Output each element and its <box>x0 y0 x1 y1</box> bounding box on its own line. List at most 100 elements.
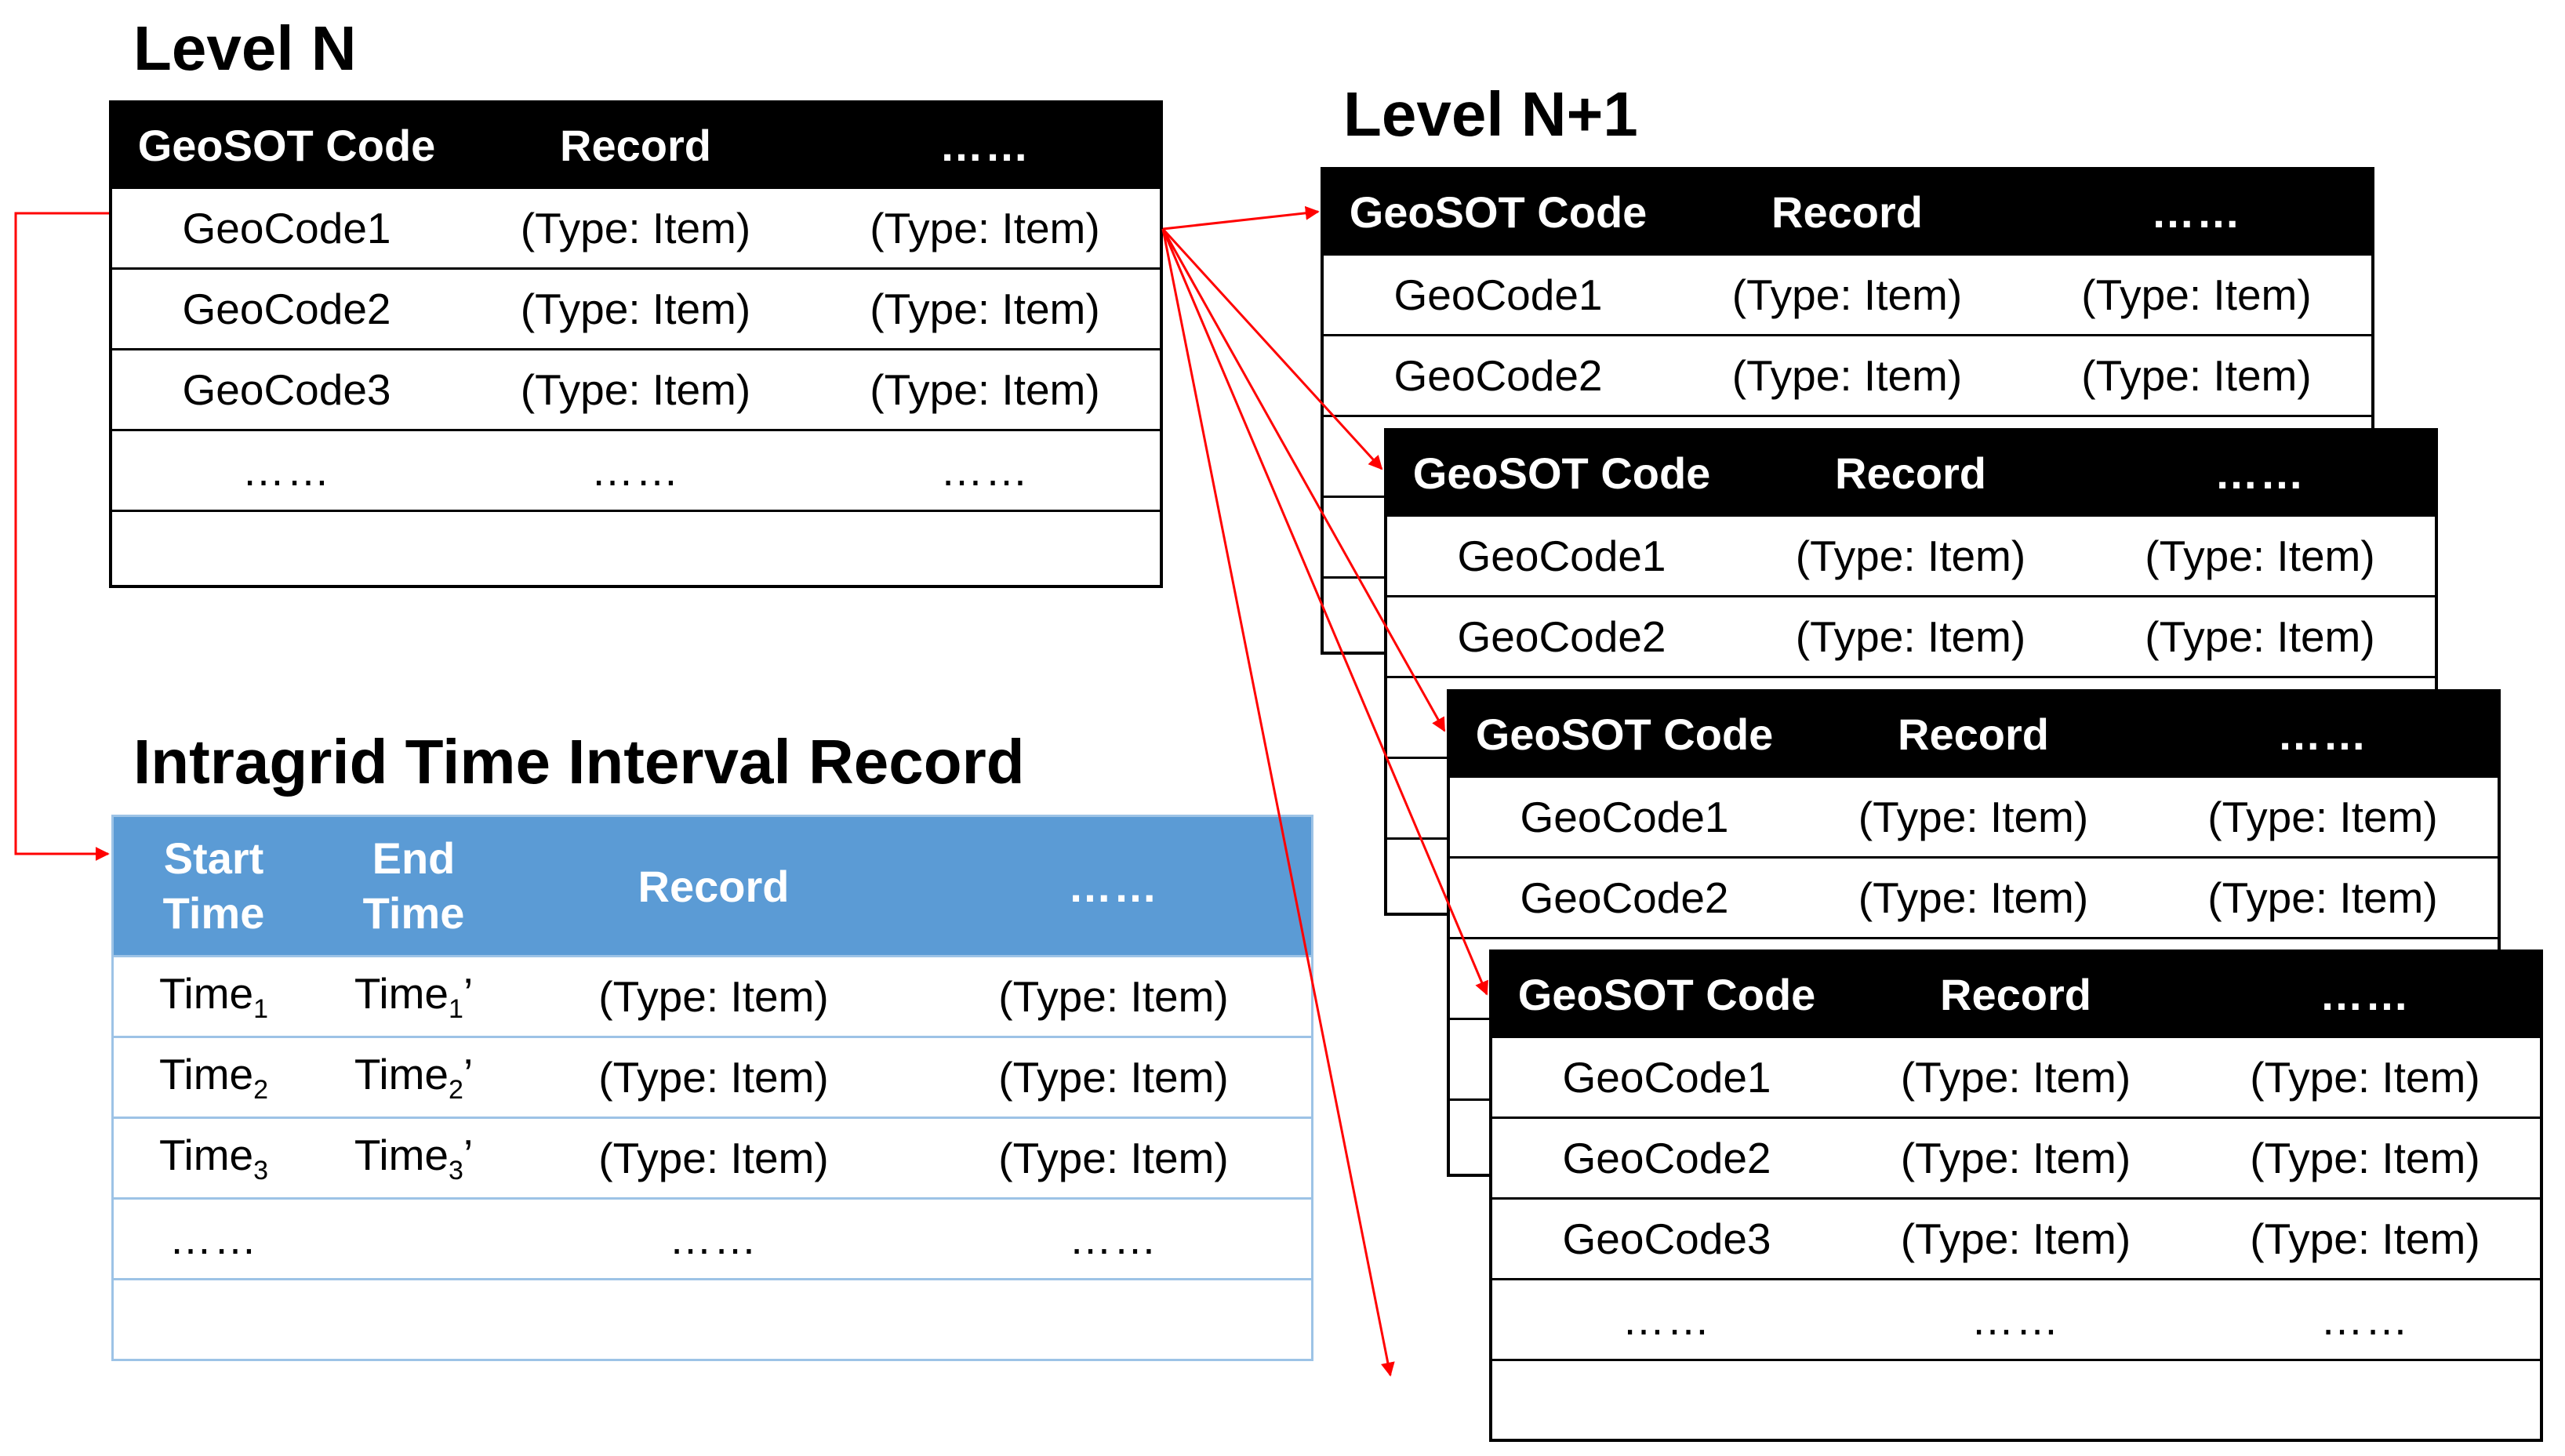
table-row: GeoCode2 (Type: Item) (Type: Item) <box>112 267 1160 348</box>
level-n1-table: GeoSOT Code Record …… GeoCode1 (Type: It… <box>1489 949 2543 1442</box>
table-header: GeoSOT Code Record …… <box>1450 692 2498 775</box>
header-more: …… <box>2214 448 2305 498</box>
record-cell: (Type: Item) <box>520 204 751 252</box>
table-header: GeoSOT Code Record …… <box>1387 431 2435 514</box>
geocode-cell: GeoCode3 <box>1562 1215 1771 1263</box>
table-row <box>1450 937 2498 1018</box>
table-row <box>1387 676 2435 757</box>
arrow-to-n1-table-2 <box>1161 227 1383 470</box>
record-cell: (Type: Item) <box>598 1134 829 1182</box>
arrow-to-interval-table <box>14 212 110 861</box>
record-cell: (Type: Item) <box>1900 1053 2131 1102</box>
header-record: Record <box>1940 969 2091 1019</box>
table-row: …… …… …… <box>112 429 1160 510</box>
record-cell: (Type: Item) <box>870 204 1100 252</box>
header-record: Record <box>638 861 790 911</box>
record-cell: (Type: Item) <box>870 285 1100 333</box>
record-cell: (Type: Item) <box>520 365 751 414</box>
interval-heading: Intragrid Time Interval Record <box>133 727 1025 797</box>
header-more: …… <box>2151 187 2242 237</box>
header-geosot-code: GeoSOT Code <box>1412 448 1711 498</box>
table-header: GeoSOT Code Record …… <box>112 103 1160 187</box>
table-header: GeoSOT Code Record …… <box>1492 953 2540 1036</box>
ellipsis-cell: …… <box>1971 1295 2061 1344</box>
start-time-cell: Time1 <box>158 969 269 1024</box>
record-cell: (Type: Item) <box>2081 271 2312 319</box>
geocode-cell: GeoCode2 <box>1393 351 1603 400</box>
table-row: GeoCode2 (Type: Item) (Type: Item) <box>1387 595 2435 676</box>
record-cell: (Type: Item) <box>1858 873 2089 922</box>
arrow-to-n1-table-1 <box>1162 205 1320 231</box>
arrow-to-more <box>1161 228 1395 1377</box>
geocode-cell: GeoCode2 <box>182 285 391 333</box>
record-cell: (Type: Item) <box>598 1053 829 1102</box>
record-cell: (Type: Item) <box>1795 532 2026 580</box>
end-time-cell: Time1’ <box>354 969 474 1024</box>
ellipsis-cell: …… <box>242 446 332 495</box>
geocode-cell: GeoCode3 <box>182 365 391 414</box>
level-n-table: GeoSOT Code Record …… GeoCode1 (Type: It… <box>109 100 1163 588</box>
record-cell: (Type: Item) <box>1795 612 2026 661</box>
record-cell: (Type: Item) <box>870 365 1100 414</box>
table-row: …… …… …… <box>114 1197 1311 1278</box>
record-cell: (Type: Item) <box>2250 1053 2480 1102</box>
start-time-cell: Time3 <box>158 1131 269 1185</box>
table-row: GeoCode3 (Type: Item) (Type: Item) <box>1492 1197 2540 1278</box>
header-record: Record <box>1771 187 1923 237</box>
table-header: GeoSOT Code Record …… <box>1324 170 2371 253</box>
table-row: GeoCode2 (Type: Item) (Type: Item) <box>1324 334 2371 415</box>
table-row-empty <box>1492 1359 2540 1440</box>
record-cell: (Type: Item) <box>2207 793 2438 841</box>
record-cell: (Type: Item) <box>1731 271 1963 319</box>
record-cell: (Type: Item) <box>1900 1215 2131 1263</box>
level-n1-heading: Level N+1 <box>1343 79 1638 149</box>
record-cell: (Type: Item) <box>2250 1134 2480 1182</box>
geocode-cell: GeoCode2 <box>1520 873 1729 922</box>
ellipsis-cell: …… <box>590 446 681 495</box>
record-cell: (Type: Item) <box>2250 1215 2480 1263</box>
header-end-time: End Time <box>362 833 465 938</box>
table-row: GeoCode1 (Type: Item) (Type: Item) <box>1492 1036 2540 1117</box>
level-n-heading: Level N <box>133 13 357 83</box>
arrow-to-n1-table-4 <box>1161 228 1488 996</box>
record-cell: (Type: Item) <box>1731 351 1963 400</box>
record-cell: (Type: Item) <box>520 285 751 333</box>
header-record: Record <box>1898 709 2049 759</box>
table-row: GeoCode2 (Type: Item) (Type: Item) <box>1450 856 2498 937</box>
geocode-cell: GeoCode1 <box>1520 793 1729 841</box>
header-geosot-code: GeoSOT Code <box>1349 187 1648 237</box>
table-row: GeoCode1 (Type: Item) (Type: Item) <box>112 187 1160 267</box>
header-more: …… <box>939 120 1030 170</box>
header-geosot-code: GeoSOT Code <box>137 120 436 170</box>
table-row-empty <box>112 510 1160 590</box>
ellipsis-cell: …… <box>2320 1295 2410 1344</box>
table-row <box>1324 415 2371 496</box>
ellipsis-cell: …… <box>169 1215 259 1263</box>
header-more: …… <box>2277 709 2368 759</box>
table-row: Time3 Time3’ (Type: Item) (Type: Item) <box>114 1117 1311 1197</box>
header-record: Record <box>560 120 711 170</box>
ellipsis-cell: …… <box>1622 1295 1712 1344</box>
geocode-cell: GeoCode2 <box>1457 612 1666 661</box>
header-geosot-code: GeoSOT Code <box>1475 709 1774 759</box>
table-row-empty <box>114 1278 1311 1359</box>
ellipsis-cell: …… <box>940 446 1030 495</box>
header-more: …… <box>2320 969 2411 1019</box>
start-time-cell: Time2 <box>158 1050 269 1105</box>
record-cell: (Type: Item) <box>998 1134 1229 1182</box>
table-row: GeoCode1 (Type: Item) (Type: Item) <box>1450 775 2498 856</box>
record-cell: (Type: Item) <box>998 1053 1229 1102</box>
header-start-time: Start Time <box>162 833 265 938</box>
geocode-cell: GeoCode2 <box>1562 1134 1771 1182</box>
record-cell: (Type: Item) <box>1900 1134 2131 1182</box>
record-cell: (Type: Item) <box>598 972 829 1021</box>
interval-table: Start Time End Time Record …… Time1 Time… <box>111 815 1313 1361</box>
geocode-cell: GeoCode1 <box>1457 532 1666 580</box>
table-row: Time2 Time2’ (Type: Item) (Type: Item) <box>114 1036 1311 1117</box>
geocode-cell: GeoCode1 <box>1393 271 1603 319</box>
end-time-cell: Time3’ <box>354 1131 474 1185</box>
record-cell: (Type: Item) <box>2081 351 2312 400</box>
table-row: GeoCode1 (Type: Item) (Type: Item) <box>1387 514 2435 595</box>
record-cell: (Type: Item) <box>2145 612 2375 661</box>
